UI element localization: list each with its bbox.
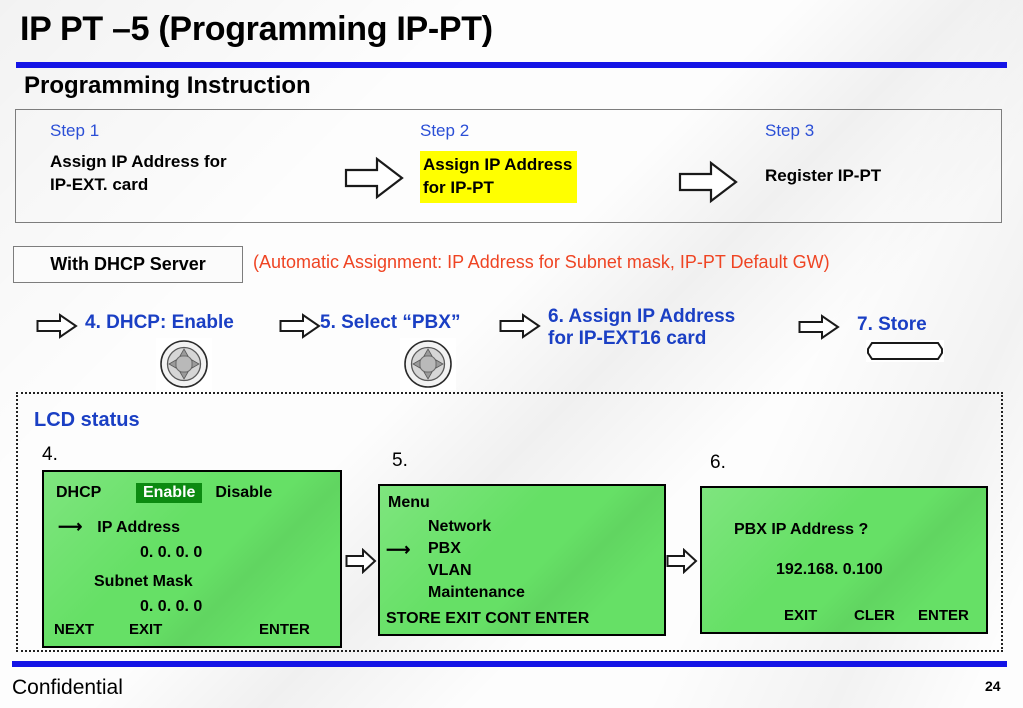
lcd-4-softkey-next[interactable]: NEXT — [54, 621, 95, 638]
lcd-4-dhcp-row: DHCP Enable Disable — [56, 483, 273, 503]
flow-item-6-line1: 6. Assign IP Address — [548, 306, 736, 327]
lcd-number-5: 5. — [392, 450, 408, 471]
selection-arrow-icon: ⟶ — [58, 517, 83, 536]
lcd-4-subnet-mask-value[interactable]: 0. 0. 0. 0 — [140, 598, 203, 615]
navigation-pad-icon-4 — [156, 338, 212, 390]
step-1-text: Assign IP Address for IP-EXT. card — [50, 151, 227, 196]
lcd-5-menu-label: Menu — [388, 494, 430, 511]
navigation-pad-icon-5 — [400, 338, 456, 390]
step-3: Step 3 Register IP-PT — [765, 121, 881, 188]
dhcp-auto-assignment-note: (Automatic Assignment: IP Address for Su… — [253, 252, 830, 272]
title-divider — [16, 62, 1007, 68]
lcd-6-softkey-enter[interactable]: ENTER — [918, 607, 969, 624]
footer-divider — [12, 661, 1007, 667]
arrow-lcd4-to-lcd5 — [345, 547, 377, 575]
lcd-4-disable-option[interactable]: Disable — [215, 484, 273, 501]
with-dhcp-server-label: With DHCP Server — [50, 254, 206, 274]
lcd-number-6: 6. — [710, 452, 726, 473]
step-1-label: Step 1 — [50, 121, 100, 140]
step-1-line2: IP-EXT. card — [50, 174, 149, 194]
arrow-step2-to-step3 — [678, 160, 738, 204]
arrow-to-item5 — [279, 313, 321, 339]
with-dhcp-server-box: With DHCP Server — [13, 246, 243, 283]
footer-confidential: Confidential — [12, 676, 123, 699]
lcd-5-selection-arrow-icon: ⟶ — [386, 540, 411, 559]
arrow-to-item4 — [36, 313, 78, 339]
lcd-6-ip-value[interactable]: 192.168. 0.100 — [776, 561, 883, 578]
lcd-6-softkey-cler[interactable]: CLER — [854, 607, 895, 624]
lcd-4-ip-address-value[interactable]: 0. 0. 0. 0 — [140, 544, 203, 561]
page-subtitle: Programming Instruction — [24, 72, 311, 99]
lcd-5-item-vlan[interactable]: VLAN — [428, 562, 472, 579]
store-key-icon — [866, 340, 944, 362]
flow-item-4: 4. DHCP: Enable — [85, 312, 234, 333]
flow-item-6-line2: for IP-EXT16 card — [548, 328, 707, 350]
arrow-to-item6 — [499, 313, 541, 339]
lcd-4-ip-address-row: ⟶ IP Address — [58, 517, 180, 537]
steps-container: Step 1 Assign IP Address for IP-EXT. car… — [15, 109, 1002, 223]
lcd-5-item-maintenance[interactable]: Maintenance — [428, 584, 525, 601]
step-3-label: Step 3 — [765, 121, 815, 140]
arrow-step1-to-step2 — [344, 156, 404, 200]
arrow-lcd5-to-lcd6 — [666, 547, 698, 575]
lcd-screen-5: Menu Network ⟶ PBX VLAN Maintenance STOR… — [378, 484, 666, 636]
lcd-4-ip-address-label: IP Address — [97, 519, 180, 536]
step-2: Step 2 Assign IP Address for IP-PT — [420, 121, 578, 204]
step-2-line1: Assign IP Address — [423, 155, 573, 174]
flow-row: 4. DHCP: Enable 5. Select “PBX” — [0, 300, 1023, 390]
lcd-6-softkey-exit[interactable]: EXIT — [784, 607, 818, 624]
lcd-4-enable-option[interactable]: Enable — [135, 483, 203, 503]
flow-item-6: 6. Assign IP Address for IP-EXT16 card — [548, 306, 735, 351]
lcd-4-subnet-mask-label: Subnet Mask — [94, 573, 193, 590]
lcd-4-softkey-exit[interactable]: EXIT — [129, 621, 163, 638]
page-number: 24 — [985, 678, 1001, 694]
lcd-5-item-pbx[interactable]: PBX — [428, 540, 461, 557]
lcd-status-panel — [16, 392, 1003, 652]
lcd-screen-6: PBX IP Address ? 192.168. 0.100 EXIT CLE… — [700, 486, 988, 634]
lcd-number-4: 4. — [42, 444, 58, 465]
step-3-text: Register IP-PT — [765, 165, 881, 188]
step-2-line2: for IP-PT — [423, 177, 494, 197]
lcd-5-softkeys[interactable]: STORE EXIT CONT ENTER — [386, 610, 590, 627]
page-title: IP PT –5 (Programming IP-PT) — [20, 10, 493, 48]
lcd-4-dhcp-label: DHCP — [56, 484, 102, 501]
step-2-text: Assign IP Address for IP-PT — [420, 151, 578, 204]
step-1: Step 1 Assign IP Address for IP-EXT. car… — [50, 121, 227, 196]
lcd-6-prompt: PBX IP Address ? — [734, 521, 869, 538]
arrow-to-item7 — [798, 314, 840, 340]
step-3-line1: Register IP-PT — [765, 166, 882, 185]
lcd-5-item-network[interactable]: Network — [428, 518, 492, 535]
flow-item-7: 7. Store — [857, 314, 927, 335]
flow-item-5: 5. Select “PBX” — [320, 312, 461, 333]
step-1-line1: Assign IP Address for — [50, 152, 227, 171]
lcd-4-softkey-enter[interactable]: ENTER — [259, 621, 310, 638]
lcd-status-title: LCD status — [34, 409, 140, 431]
step-2-label: Step 2 — [420, 121, 470, 140]
lcd-screen-4: DHCP Enable Disable ⟶ IP Address 0. 0. 0… — [42, 470, 342, 648]
